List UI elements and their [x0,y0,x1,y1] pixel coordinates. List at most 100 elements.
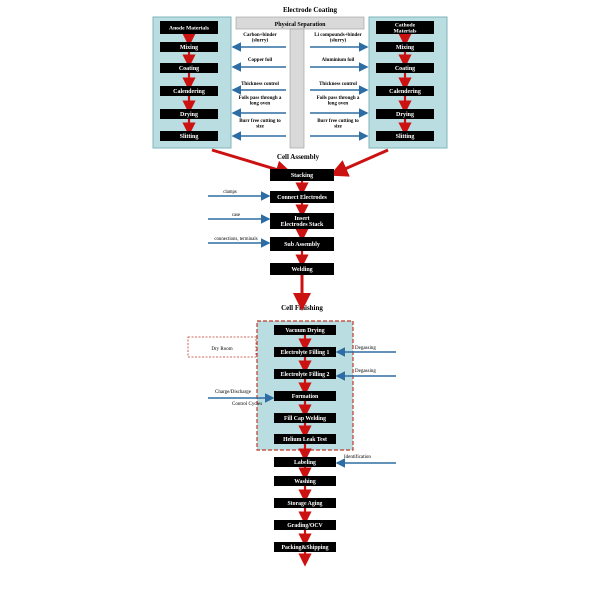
finishing-step-washing-label: Washing [294,479,316,485]
cathode-step-coating-rect [376,63,434,73]
cathode-step-calendering-label: Calendering [389,89,421,95]
anode-step-slitting-rect [160,131,218,141]
finishing-step-helium-leak-test: Helium Leak Test [274,434,336,444]
cathode-input-label-2: Thickness control [319,82,357,87]
anode-step-coating-rect [160,63,218,73]
finishing-step-packing-shipping-rect [274,542,336,552]
cathode-step-coating: Coating [376,63,434,73]
finishing-step-labeling-rect [274,457,336,467]
dry-room-label: Dry Room [211,347,232,352]
degassing-label-1: Degassing [355,346,376,351]
finishing-step-grading-ocv: Grading/OCV [274,520,336,530]
section-title-cell-assembly: Cell Assembly [277,153,320,161]
assembly-step-welding: Welding [270,263,334,275]
finishing-step-storage-aging-rect [274,498,336,508]
finishing-step-electrolyte-filling-2-label: Electrolyte Filling 2 [281,372,330,378]
finishing-step-electrolyte-filling-2: Electrolyte Filling 2 [274,369,336,379]
finishing-step-washing: Washing [274,476,336,486]
assembly-step-welding-label: Welding [291,267,312,273]
assembly-step-connect-electrodes-rect [270,191,334,203]
finishing-step-labeling-label: Labeling [294,460,316,466]
dry-room-box [187,336,257,358]
anode-step-slitting: Slitting [160,131,218,141]
assembly-step-connect-electrodes-label: Connect Electrodes [277,195,327,201]
assembly-step-insert-electrodes-stack-rect [270,213,334,229]
anode-step-calendering-label: Calendering [173,89,205,95]
cathode-step-mixing: Mixing [376,42,434,52]
finishing-step-washing-rect [274,476,336,486]
degassing-label-2: Degassing [355,369,376,374]
finishing-step-packing-shipping: Packing&Shipping [274,542,336,552]
anode-step-mixing-label: Mixing [180,45,198,51]
anode-step-drying-label: Drying [180,112,198,118]
assembly-step-welding-rect [270,263,334,275]
cathode-step-mixing-label: Mixing [396,45,414,51]
assembly-step-stacking: Stacking [270,169,334,181]
physical-separation-label: Physical Separation [275,22,326,28]
cathode-step-slitting-rect [376,131,434,141]
anode-input-label-1: Copper foil [248,58,273,63]
cathode-step-drying: Drying [376,109,434,119]
finishing-step-electrolyte-filling-2-rect [274,369,336,379]
finishing-step-fill-cap-welding: Fill Cap Welding [274,413,336,423]
finishing-step-vacuum-drying: Vacuum Drying [274,325,336,335]
anode-step-coating-label: Coating [179,66,199,72]
section-title-electrode-coating: Electrode Coating [283,6,338,14]
assembly-input-label-1: case [232,213,240,218]
finishing-step-electrolyte-filling-1-label: Electrolyte Filling 1 [281,350,330,356]
anode-materials-box-rect [160,21,218,34]
anode-panel [152,16,232,149]
assembly-step-sub-assembly-label: Sub Assembly [284,242,320,248]
anode-input-label-2: Thickness control [241,82,279,87]
anode-step-mixing-rect [160,42,218,52]
finishing-step-vacuum-drying-label: Vacuum Drying [285,328,324,334]
assembly-step-sub-assembly-rect [270,237,334,251]
finishing-step-helium-leak-test-label: Helium Leak Test [283,437,327,443]
finishing-step-helium-leak-test-rect [274,434,336,444]
finishing-step-labeling: Labeling [274,457,336,467]
identification-label: Identification [344,455,371,460]
finishing-step-grading-ocv-rect [274,520,336,530]
cathode-step-calendering: Calendering [376,86,434,96]
assembly-step-sub-assembly: Sub Assembly [270,237,334,251]
anode-step-drying: Drying [160,109,218,119]
cathode-step-mixing-rect [376,42,434,52]
assembly-step-stacking-rect [270,169,334,181]
anode-to-assembly-arrow [211,148,294,179]
cathode-step-coating-label: Coating [395,66,415,72]
cathode-step-slitting-label: Slitting [396,134,415,140]
finishing-step-storage-aging-label: Storage Aging [288,501,323,507]
finishing-step-formation-rect [274,391,336,401]
finishing-step-storage-aging: Storage Aging [274,498,336,508]
cathode-materials-box-rect [376,21,434,34]
finishing-step-formation-label: Formation [292,394,319,400]
finishing-step-formation: Formation [274,391,336,401]
assembly-input-label-0: clamps [223,190,237,195]
cathode-step-calendering-rect [376,86,434,96]
cathode-step-drying-rect [376,109,434,119]
cathode-to-assembly-arrow [329,148,389,177]
physical-separation-bar [289,28,305,149]
cathode-panel [368,16,448,149]
assembly-step-stacking-label: Stacking [291,173,313,179]
cathode-input-label-1: Aluminium foil [322,58,355,63]
anode-step-drying-rect [160,109,218,119]
assembly-input-label-2: connections, terminals [214,237,257,242]
charge-discharge-label: Charge/Discharge [215,390,252,395]
anode-step-mixing: Mixing [160,42,218,52]
anode-materials-box-label: Anode Materials [169,25,210,31]
section-title-cell-finishing: Cell Finishing [281,304,323,312]
assembly-step-connect-electrodes: Connect Electrodes [270,191,334,203]
finishing-step-fill-cap-welding-rect [274,413,336,423]
anode-materials-box: Anode Materials [160,21,218,34]
cathode-step-slitting: Slitting [376,131,434,141]
finishing-step-electrolyte-filling-1: Electrolyte Filling 1 [274,347,336,357]
anode-step-slitting-label: Slitting [180,134,199,140]
